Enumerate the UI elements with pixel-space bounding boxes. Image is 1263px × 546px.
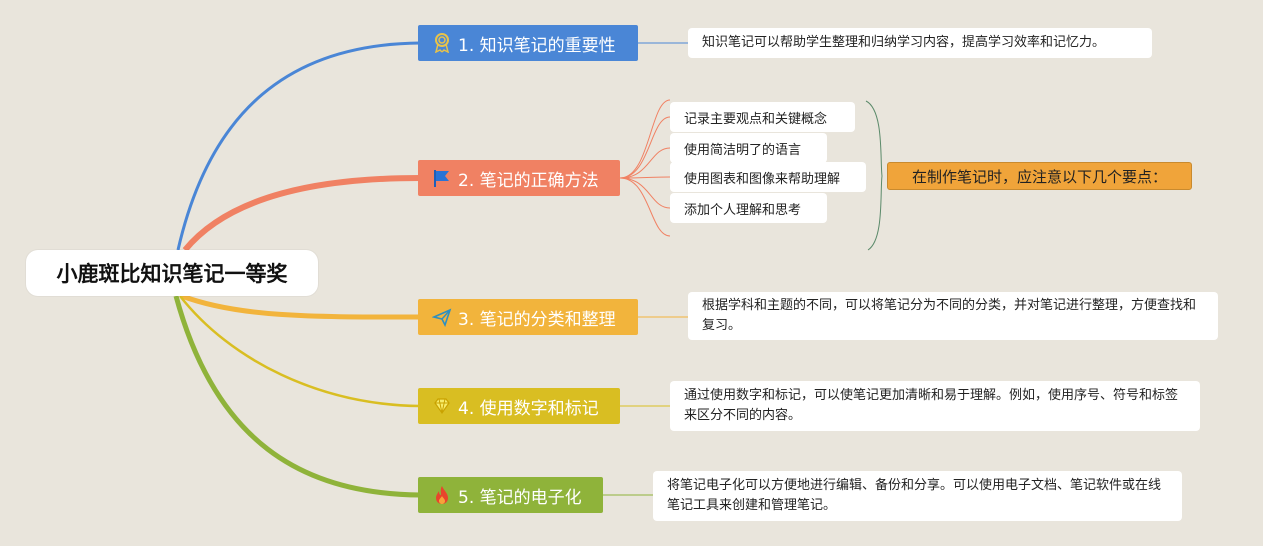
branch-5-note-text: 将笔记电子化可以方便地进行编辑、备份和分享。可以使用电子文档、笔记软件或在线笔记…	[667, 478, 1162, 513]
branch-1-note-text: 知识笔记可以帮助学生整理和归纳学习内容，提高学习效率和记忆力。	[702, 35, 1106, 50]
flag-icon	[432, 168, 452, 188]
root-title: 小鹿斑比知识笔记一等奖	[56, 262, 288, 286]
paper-plane-icon	[432, 307, 452, 327]
subitem-4-text: 添加个人理解和思考	[684, 202, 802, 218]
connector-sub-4	[619, 177, 671, 209]
branch-1-note[interactable]: 知识笔记可以帮助学生整理和归纳学习内容，提高学习效率和记忆力。	[688, 28, 1152, 58]
branch-4[interactable]: 4. 使用数字和标记	[418, 388, 620, 424]
branch-5[interactable]: 5. 笔记的电子化	[418, 477, 603, 513]
branch-2-subitem-1[interactable]: 记录主要观点和关键概念	[670, 102, 855, 132]
branch-5-label: 5. 笔记的电子化	[458, 487, 582, 508]
branch-1-label: 1. 知识笔记的重要性	[458, 35, 616, 56]
branch-2[interactable]: 2. 笔记的正确方法	[418, 160, 620, 196]
branch-4-note[interactable]: 通过使用数字和标记，可以使笔记更加清晰和易于理解。例如，使用序号、符号和标签来区…	[670, 381, 1200, 431]
summary-bracket	[865, 100, 883, 251]
branch-2-subitem-4[interactable]: 添加个人理解和思考	[670, 193, 827, 223]
connector-sub-bottom	[619, 177, 671, 237]
connector-sub-2	[619, 147, 671, 179]
connector-branch-5	[173, 295, 421, 498]
subitem-3-text: 使用图表和图像来帮助理解	[684, 171, 841, 187]
branch-5-note[interactable]: 将笔记电子化可以方便地进行编辑、备份和分享。可以使用电子文档、笔记软件或在线笔记…	[653, 471, 1182, 521]
subitem-2-text: 使用简洁明了的语言	[684, 142, 802, 158]
summary-text: 在制作笔记时，应注意以下几个要点：	[911, 167, 1167, 186]
branch-4-note-text: 通过使用数字和标记，可以使笔记更加清晰和易于理解。例如，使用序号、符号和标签来区…	[684, 388, 1179, 423]
branch-3-label: 3. 笔记的分类和整理	[458, 309, 616, 330]
branch-2-subitem-3[interactable]: 使用图表和图像来帮助理解	[670, 162, 866, 192]
branch-2-label: 2. 笔记的正确方法	[458, 170, 599, 191]
connector-branch-3	[181, 293, 421, 320]
branch-3-note[interactable]: 根据学科和主题的不同，可以将笔记分为不同的分类，并对笔记进行整理，方便查找和复习…	[688, 292, 1218, 340]
branch-3[interactable]: 3. 笔记的分类和整理	[418, 299, 638, 335]
subitem-1-text: 记录主要观点和关键概念	[684, 111, 828, 127]
connector-sub-1	[619, 116, 671, 179]
connector-sub-top	[619, 99, 671, 179]
award-ribbon-icon	[432, 33, 452, 53]
branch-1[interactable]: 1. 知识笔记的重要性	[418, 25, 638, 61]
branch-4-label: 4. 使用数字和标记	[458, 398, 599, 419]
root-topic[interactable]: 小鹿斑比知识笔记一等奖	[26, 250, 318, 296]
connector-sub-3	[619, 176, 671, 179]
flame-icon	[432, 485, 452, 505]
branch-2-subitem-2[interactable]: 使用简洁明了的语言	[670, 133, 827, 163]
summary-box[interactable]: 在制作笔记时，应注意以下几个要点：	[887, 162, 1192, 190]
connector-branch-4	[179, 295, 421, 408]
connector-branch-2	[182, 175, 421, 252]
diamond-icon	[432, 396, 452, 416]
branch-3-note-text: 根据学科和主题的不同，可以将笔记分为不同的分类，并对笔记进行整理，方便查找和复习…	[702, 298, 1197, 333]
connector-branch-1	[176, 41, 421, 251]
